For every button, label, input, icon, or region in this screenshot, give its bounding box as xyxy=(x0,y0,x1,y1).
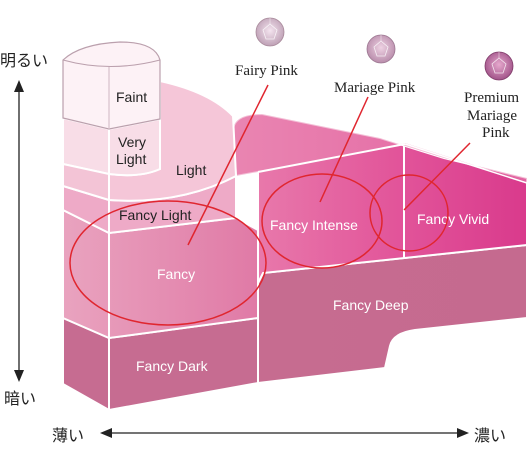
premium-mariage-pink-gem-icon xyxy=(484,51,514,81)
axis-label-dark: 暗い xyxy=(4,389,36,408)
pointer-fairy-pink xyxy=(187,84,269,246)
callout-premium-3: Pink xyxy=(482,125,510,141)
circle-premium-mariage-pink xyxy=(369,174,449,252)
label-fancy-light: Fancy Light xyxy=(119,207,191,223)
circle-mariage-pink xyxy=(261,173,383,269)
fairy-pink-gem-icon xyxy=(255,17,285,47)
mariage-pink-gem-icon xyxy=(366,34,396,64)
region-fancy-deep xyxy=(257,243,528,385)
pointer-mariage-pink xyxy=(319,96,369,203)
label-very-light-1: Very xyxy=(118,134,146,150)
label-fancy-deep: Fancy Deep xyxy=(333,297,409,313)
callout-fairy-pink: Fairy Pink xyxy=(235,63,298,79)
callout-premium-1: Premium xyxy=(464,90,519,106)
label-faint: Faint xyxy=(116,89,147,105)
pointer-premium-mariage-pink xyxy=(403,142,471,211)
label-fancy-intense: Fancy Intense xyxy=(270,217,358,233)
horizontal-axis-arrow xyxy=(100,428,469,438)
label-fancy-vivid: Fancy Vivid xyxy=(417,211,489,227)
axis-label-pale: 薄い xyxy=(52,426,84,445)
callout-premium-2: Mariage xyxy=(467,108,517,124)
vertical-axis-arrow xyxy=(14,80,24,382)
callout-mariage-pink: Mariage Pink xyxy=(334,80,416,96)
label-fancy: Fancy xyxy=(157,266,195,282)
axis-label-bright: 明るい xyxy=(0,51,48,70)
label-fancy-dark: Fancy Dark xyxy=(136,358,209,374)
label-very-light-2: Light xyxy=(116,151,146,167)
region-faint xyxy=(62,41,161,130)
axis-label-deep: 濃い xyxy=(474,426,506,445)
label-light: Light xyxy=(176,162,206,178)
circle-fairy-pink xyxy=(69,200,267,326)
region-right-band-top xyxy=(233,114,527,182)
